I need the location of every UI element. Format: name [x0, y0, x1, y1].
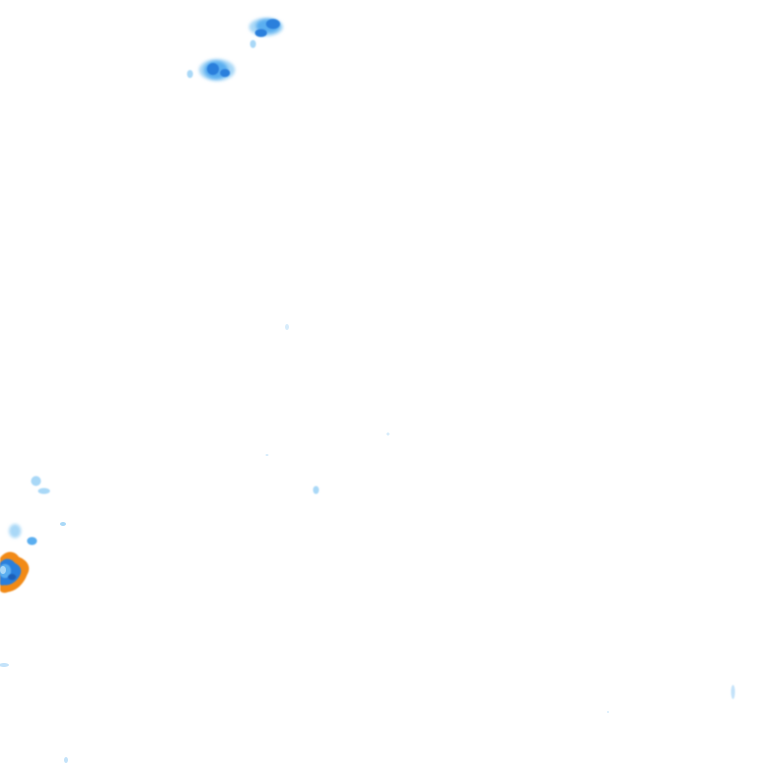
severe-storm-cell [0, 551, 30, 593]
precip-echo-left-light [9, 476, 50, 545]
precip-echo-top-right [249, 18, 283, 48]
precip-specks [0, 324, 735, 763]
precip-echo-top-left [187, 59, 235, 81]
